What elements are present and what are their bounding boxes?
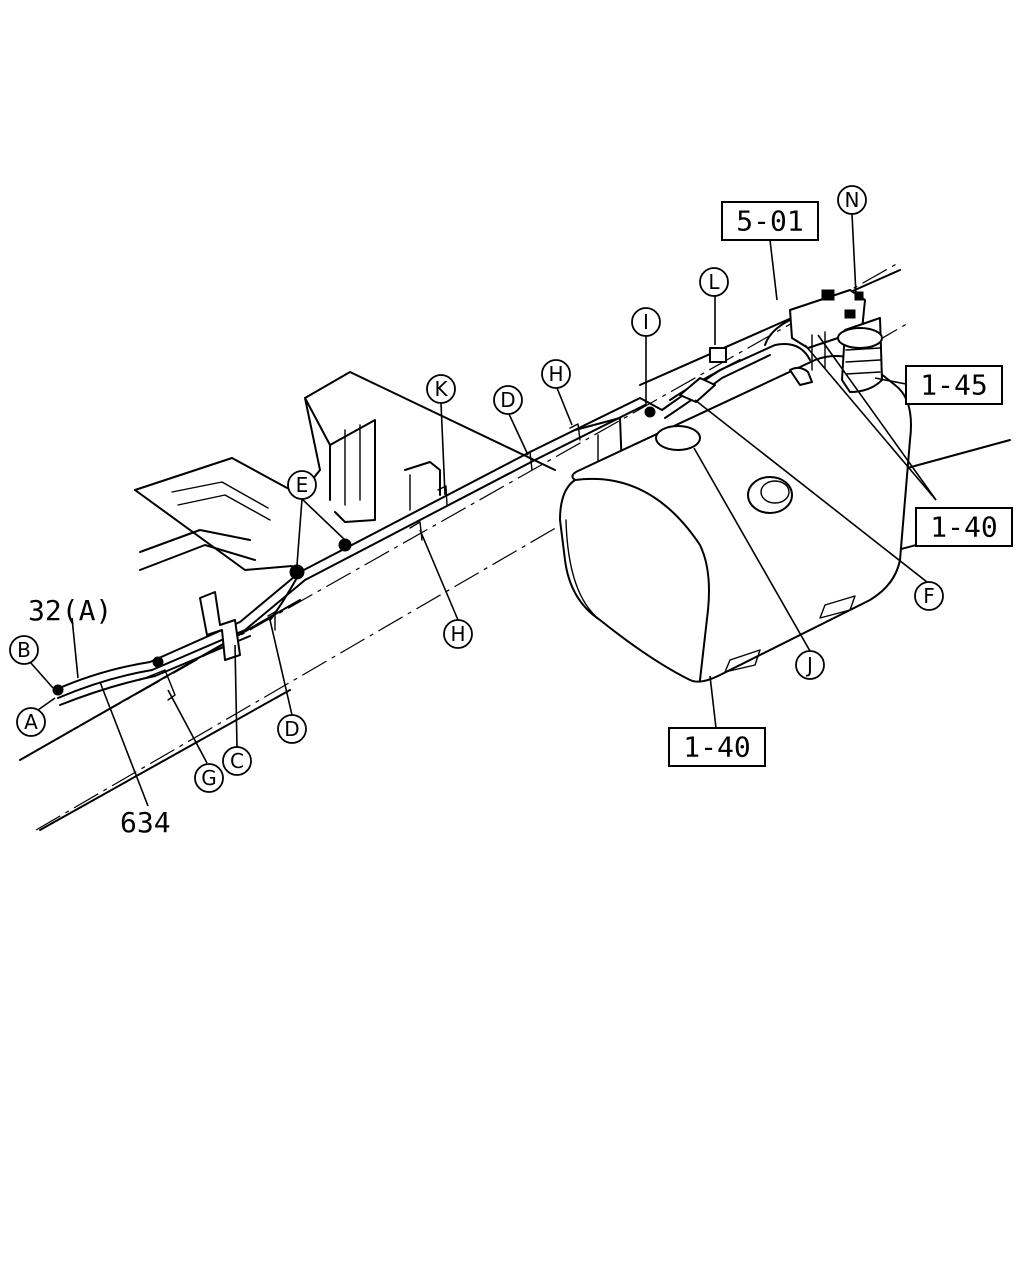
ref-box-1-40-right: 1-40: [915, 507, 1013, 547]
leader-lines: [29, 213, 937, 807]
fuel-filter-assembly: [764, 289, 883, 393]
callout-f-label: F: [923, 584, 935, 608]
callout-n-label: N: [845, 188, 860, 212]
callout-h-mid-label: H: [450, 622, 465, 646]
callout-j-label: J: [805, 653, 813, 677]
callout-d-top-label: D: [500, 388, 515, 412]
chassis-frame: [19, 269, 1011, 831]
callout-e-label: E: [296, 473, 309, 497]
part-label-32a: 32(A): [28, 594, 112, 627]
callout-a: A: [16, 707, 46, 737]
callout-g-label: G: [201, 766, 217, 790]
ref-box-1-40-right-label: 1-40: [930, 511, 997, 544]
callout-d-top: D: [493, 385, 523, 415]
callout-d-bottom-label: D: [284, 717, 299, 741]
clips-brackets: [52, 347, 727, 701]
callout-g: G: [194, 763, 224, 793]
part-label-634: 634: [120, 806, 171, 839]
fuel-lines: [54, 343, 813, 706]
callout-h-top-label: H: [548, 362, 563, 386]
callout-l: L: [699, 267, 729, 297]
callout-i-label: I: [643, 310, 649, 334]
callout-b: B: [9, 635, 39, 665]
ref-box-5-01: 5-01: [721, 201, 819, 241]
callout-i: I: [631, 307, 661, 337]
ref-box-1-40-bottom: 1-40: [668, 727, 766, 767]
fuel-tank: [559, 355, 912, 683]
callout-c-label: C: [230, 749, 244, 773]
callout-e: E: [287, 470, 317, 500]
callout-d-bottom: D: [277, 714, 307, 744]
callout-k: K: [426, 374, 456, 404]
callout-a-label: A: [24, 710, 38, 734]
callout-c: C: [222, 746, 252, 776]
ref-box-1-45: 1-45: [905, 365, 1003, 405]
ref-box-1-45-label: 1-45: [920, 369, 987, 402]
callout-f: F: [914, 581, 944, 611]
callout-l-label: L: [708, 270, 720, 294]
callout-h-mid: H: [443, 619, 473, 649]
callout-b-label: B: [17, 638, 31, 662]
callout-n: N: [837, 185, 867, 215]
ref-box-5-01-label: 5-01: [736, 205, 803, 238]
callout-k-label: K: [434, 377, 448, 401]
ref-box-1-40-bottom-label: 1-40: [683, 731, 750, 764]
callout-j: J: [795, 650, 825, 680]
callout-h-top: H: [541, 359, 571, 389]
